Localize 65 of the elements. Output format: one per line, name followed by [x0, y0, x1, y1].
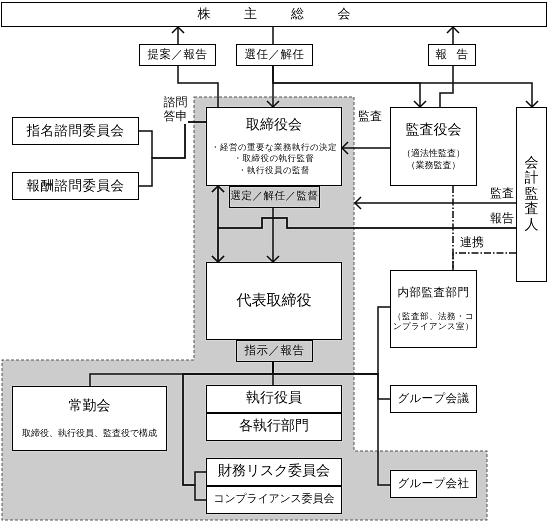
connector-line: [177, 66, 219, 107]
box-note: ・経営の重要な業務執行の決定: [211, 142, 337, 152]
arrow: [341, 141, 390, 155]
label-box: [428, 44, 476, 66]
box-title: 選定／解任／監督: [230, 190, 318, 204]
box-title: 報酬諮問委員会: [26, 178, 124, 194]
division-box: [206, 413, 342, 441]
arrow: [266, 208, 280, 263]
box-title: 執行役員: [246, 390, 302, 408]
box-title: 内部監査部門: [398, 286, 470, 301]
label-box: [139, 44, 216, 66]
committee-box: [12, 117, 139, 145]
label-box: [236, 340, 313, 362]
arrow: [354, 196, 516, 210]
arrow: [446, 26, 460, 44]
auditor-box: [516, 107, 547, 282]
group-box: [390, 470, 477, 498]
edge-label: 報告: [490, 212, 514, 226]
edge-label: 監査: [490, 187, 514, 201]
box-title: 選任／解任: [244, 48, 304, 62]
arrow: [272, 66, 539, 108]
box-note: （適法性監査）: [402, 148, 465, 160]
executive-box: [206, 262, 342, 340]
department-box: [390, 270, 477, 348]
box-title: 指示／報告: [244, 344, 304, 358]
box-title: グループ会議: [398, 392, 470, 406]
box-title: コンプライアンス委員会: [214, 493, 334, 507]
box-title: 提案／報告: [148, 48, 208, 62]
committee-box: [12, 172, 139, 200]
box-title: 株主総会: [197, 6, 384, 23]
group-box: [390, 385, 477, 413]
box-title: 財務リスク委員会: [218, 463, 330, 481]
board-box: [206, 107, 342, 186]
arrow: [211, 185, 516, 229]
box-note: ・取締役の執行監督: [234, 153, 314, 164]
box-note: （監査部、法務・コンプライアンス室）: [392, 310, 475, 332]
edge-label: 諮問答申: [163, 96, 188, 124]
box-note: 取締役、執行役員、監査役で構成: [22, 428, 157, 439]
edge-label: 監査: [358, 110, 382, 124]
label-box: [229, 186, 320, 208]
connector-line: [439, 66, 454, 107]
box-title: 代表取締役: [236, 292, 312, 310]
label-box: [236, 44, 313, 66]
box-title: 指名諮問委員会: [26, 122, 124, 140]
box-title: 報告: [435, 48, 478, 62]
committee-box: [206, 486, 342, 514]
executive-box: [206, 385, 342, 413]
box-title: 会計監査人: [524, 156, 538, 233]
box-note: ・執行役員の監督: [238, 165, 310, 176]
connector-line: [272, 27, 274, 44]
board-box: [390, 107, 477, 186]
council-box: [12, 386, 167, 451]
box-title: 常勤会: [68, 398, 110, 416]
meeting-bar: [1, 2, 547, 27]
connector-line: [272, 362, 390, 486]
connector-line: [139, 121, 206, 187]
connector-line: [452, 252, 516, 270]
box-title: 取締役会: [246, 117, 302, 135]
arrow: [171, 26, 185, 44]
edge-label: 連携: [460, 236, 484, 250]
committee-box: [206, 458, 342, 486]
box-title: グループ会社: [398, 476, 470, 492]
box-note: （業務監査）: [406, 160, 460, 172]
box-title: 監査役会: [406, 122, 462, 139]
box-title: 各執行部門: [239, 418, 309, 436]
